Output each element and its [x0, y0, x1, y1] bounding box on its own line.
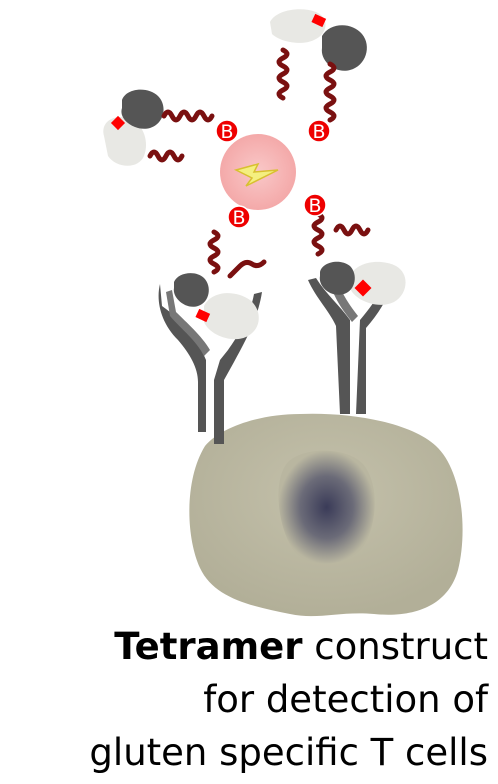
nucleus — [278, 451, 374, 564]
biotin-label: B — [220, 121, 233, 143]
caption-line-1: Tetramer construct — [8, 620, 488, 673]
biotin-marker-1: B — [216, 120, 238, 143]
caption-line-3: gluten specific T cells — [8, 726, 488, 779]
biotin-label: B — [232, 207, 245, 229]
caption: Tetramer construct for detection of glut… — [8, 620, 488, 779]
caption-bold-term: Tetramer — [114, 625, 302, 668]
biotin-marker-3: B — [228, 206, 250, 229]
tetramer-diagram: B B B B — [0, 0, 498, 640]
caption-line-1-rest: construct — [303, 625, 489, 668]
biotin-label: B — [312, 121, 325, 143]
biotin-marker-4: B — [304, 194, 326, 217]
caption-line-2: for detection of — [8, 673, 488, 726]
biotin-label: B — [308, 195, 321, 217]
biotin-marker-2: B — [308, 120, 330, 143]
